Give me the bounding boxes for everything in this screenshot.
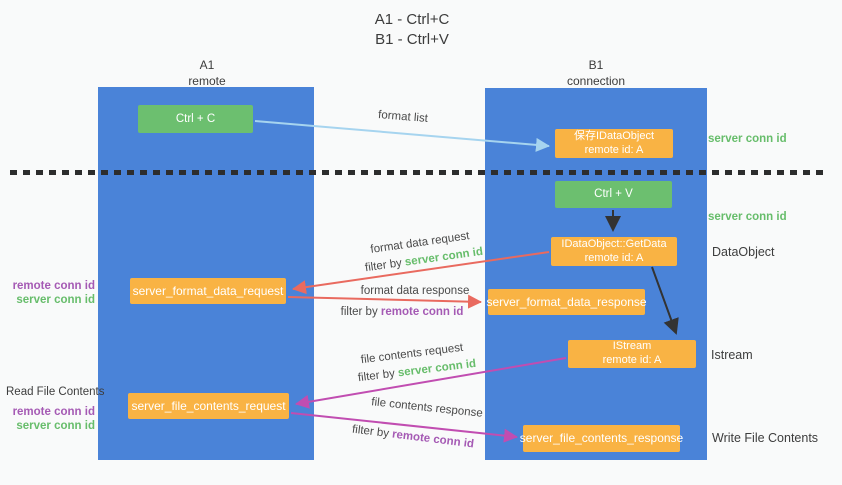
filter-by-text: filter by — [357, 367, 396, 385]
annotation-server-conn-id-top: server conn id — [708, 133, 787, 145]
label-filter-by-remote-conn-id-file: filter by remote conn id — [351, 424, 474, 451]
annotation-read-file-contents: Read File Contents — [6, 386, 105, 398]
arrow-format-data-response — [287, 294, 482, 309]
title-line-2: B1 - Ctrl+V — [375, 31, 449, 49]
annotation-istream: Istream — [711, 348, 753, 362]
annotation-conn-ids-file: remote conn id server conn id — [0, 405, 95, 434]
ctrl-c-label: Ctrl + C — [175, 112, 216, 125]
annotation-conn-ids-format: remote conn id server conn id — [0, 279, 95, 308]
lane-b1-role: connection — [566, 73, 626, 88]
server-conn-id-text: server conn id — [397, 357, 477, 380]
idataobject-getdata-line2: remote id: A — [584, 251, 644, 264]
annotation-write-file-contents: Write File Contents — [712, 431, 819, 445]
istream-line2: remote id: A — [602, 354, 662, 366]
label-filter-by-remote-conn-id-format: filter by remote conn id — [341, 306, 464, 318]
label-format-data-response: format data response — [360, 285, 470, 297]
annotation-remote-conn-id-file: remote conn id — [12, 406, 95, 418]
save-idataobject-box: 保存IDataObject remote id: A — [555, 129, 673, 158]
label-file-contents-response: file contents response — [370, 396, 484, 420]
server-file-contents-response-label: server_file_contents_response — [519, 431, 684, 445]
lane-a1-name: A1 — [199, 58, 215, 72]
annotation-server-conn-id-mid: server conn id — [708, 211, 787, 223]
label-format-list: format list — [377, 109, 429, 125]
annotation-dataobject: DataObject — [712, 245, 775, 259]
istream-line1: IStream — [612, 340, 652, 353]
server-file-contents-response-box: server_file_contents_response — [519, 425, 684, 452]
annotation-server-conn-id-format: server conn id — [16, 294, 95, 307]
session-divider-line — [10, 170, 825, 175]
ctrl-v-box: Ctrl + V — [555, 181, 672, 208]
remote-conn-id-text: remote conn id — [380, 306, 464, 318]
save-idataobject-line2: remote id: A — [584, 143, 644, 156]
lane-b1-name: B1 — [588, 58, 604, 72]
lane-a1-role: remote — [188, 73, 226, 88]
server-format-data-request-box: server_format_data_request — [130, 278, 286, 304]
istream-box: IStream remote id: A — [568, 340, 696, 368]
server-format-data-request-label: server_format_data_request — [132, 283, 284, 298]
save-idataobject-line1: 保存IDataObject — [573, 129, 655, 142]
lane-header-b1: B1 connection — [536, 58, 656, 90]
idataobject-getdata-box: IDataObject::GetData remote id: A — [551, 237, 677, 266]
filter-by-text: filter by — [351, 423, 390, 440]
annotation-remote-conn-id-format: remote conn id — [12, 280, 95, 292]
ctrl-v-label: Ctrl + V — [594, 188, 633, 201]
filter-by-text: filter by — [340, 306, 378, 318]
lane-header-a1: A1 remote — [147, 58, 267, 90]
server-file-contents-request-box: server_file_contents_request — [128, 393, 289, 419]
diagram-title: A1 - Ctrl+C B1 - Ctrl+V — [332, 10, 492, 51]
server-file-contents-request-label: server_file_contents_request — [131, 398, 286, 413]
idataobject-getdata-line1: IDataObject::GetData — [561, 237, 667, 250]
ctrl-c-box: Ctrl + C — [138, 105, 253, 133]
filter-by-text: filter by — [364, 257, 403, 275]
server-format-data-response-box: server_format_data_response — [486, 289, 647, 315]
title-line-1: A1 - Ctrl+C — [374, 11, 450, 28]
remote-conn-id-text: remote conn id — [391, 428, 475, 451]
annotation-server-conn-id-file: server conn id — [16, 420, 95, 433]
server-format-data-response-label: server_format_data_response — [486, 294, 647, 309]
